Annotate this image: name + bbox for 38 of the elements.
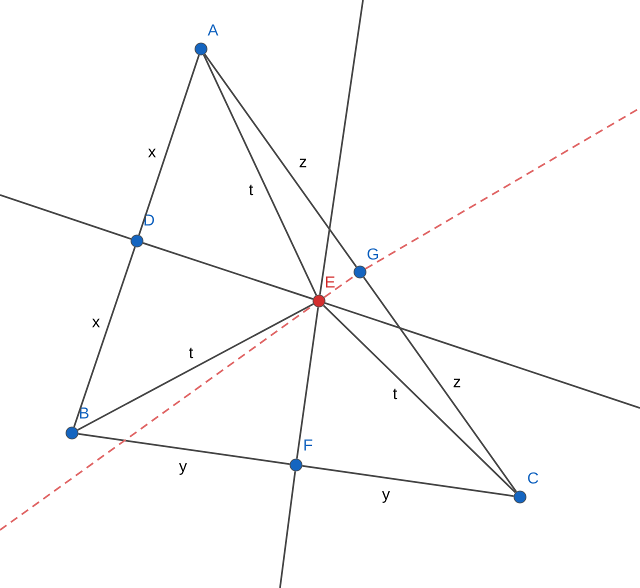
- edge-label: t: [247, 183, 255, 197]
- line: [324, 302, 640, 409]
- line: [204, 54, 357, 268]
- node-label: B: [80, 408, 88, 418]
- line: [324, 274, 356, 298]
- line: [77, 303, 314, 431]
- edge-label: t: [391, 387, 399, 401]
- line: [296, 307, 319, 459]
- node-label: E: [326, 276, 335, 288]
- line: [279, 471, 296, 588]
- line: [142, 242, 314, 300]
- line: [322, 304, 516, 494]
- edge-label: x: [146, 147, 158, 159]
- node-label: C: [528, 472, 538, 484]
- point: E: [312, 276, 335, 308]
- node-label: A: [208, 24, 218, 36]
- line: [0, 194, 132, 240]
- edge-label: z: [452, 377, 462, 389]
- point: B: [66, 408, 88, 440]
- point: C: [514, 472, 538, 504]
- line: [73, 246, 136, 428]
- edge-label: t: [187, 346, 195, 360]
- line: [302, 465, 514, 497]
- line: [319, 0, 364, 295]
- line: [365, 107, 640, 270]
- node-label: F: [304, 440, 312, 450]
- node-label: G: [368, 248, 378, 260]
- point: F: [290, 440, 312, 472]
- line: [78, 433, 290, 465]
- line: [202, 54, 318, 296]
- point: A: [194, 24, 218, 56]
- point: G: [354, 248, 378, 278]
- line: [138, 54, 200, 236]
- edge-label: z: [298, 157, 308, 169]
- edge-label: y: [178, 462, 188, 476]
- edge-label: y: [380, 490, 392, 504]
- edge-label: x: [90, 317, 102, 329]
- line: [363, 276, 517, 492]
